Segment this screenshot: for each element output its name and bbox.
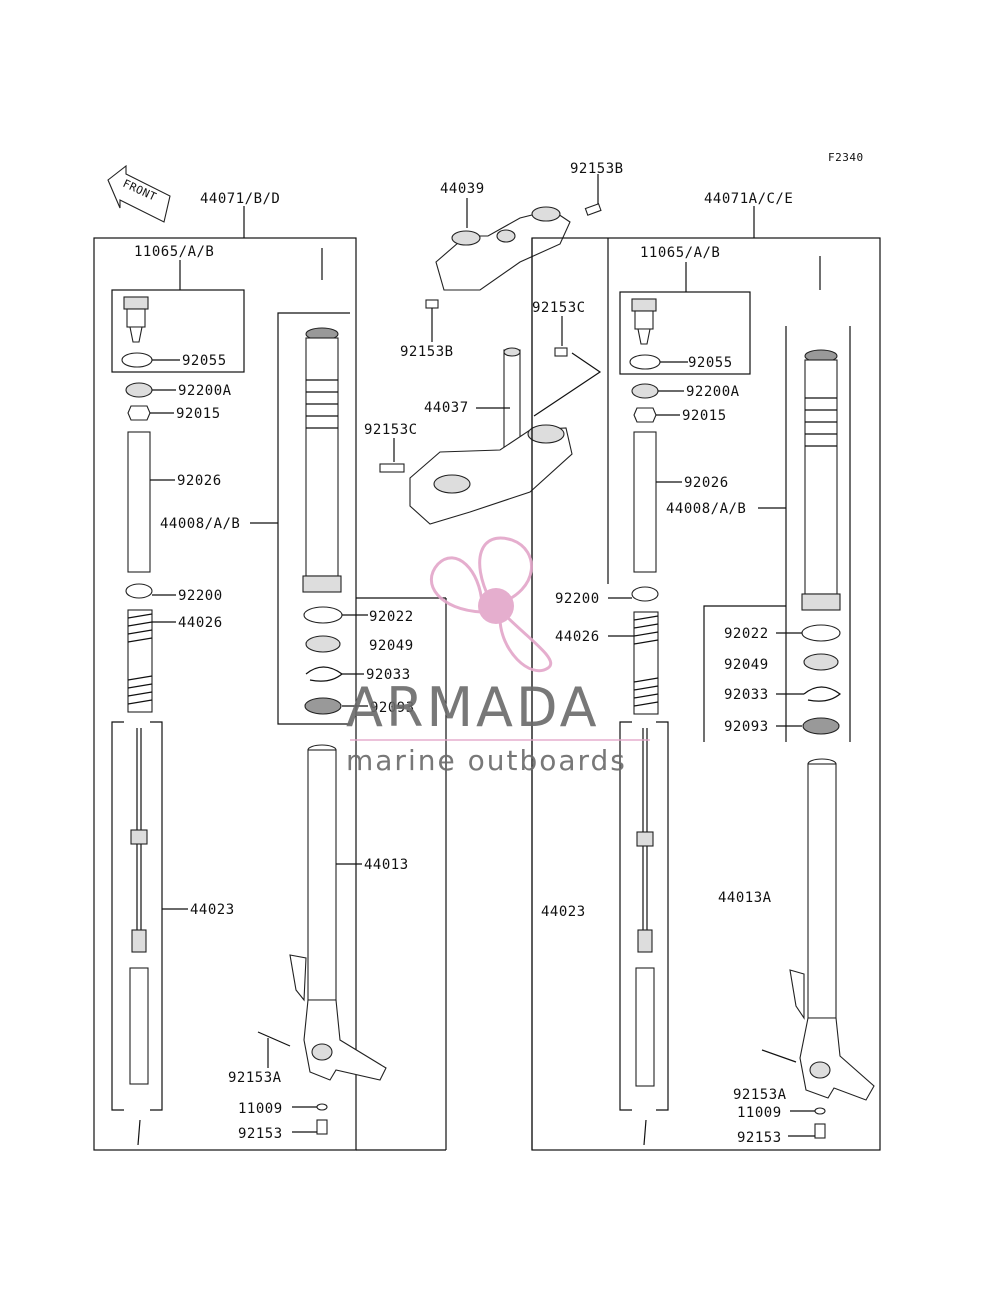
part-label: 92015 (176, 406, 221, 422)
part-label: 44013 (364, 857, 409, 873)
part-label: 92153 (238, 1126, 283, 1142)
part-label: 92153C (532, 300, 586, 316)
part-label: 92022 (724, 626, 769, 642)
right-assembly-labels: 44071A/C/E 11065/A/B 92055 92200A 92015 … (541, 191, 793, 1146)
part-label: 92200 (178, 588, 223, 604)
part-label: 44008/A/B (160, 516, 240, 532)
part-label: 92033 (724, 687, 769, 703)
part-label: 92153B (570, 161, 624, 177)
part-label: 44071/B/D (200, 191, 280, 207)
propeller-icon (429, 536, 553, 672)
part-label: 44026 (178, 615, 223, 631)
part-label: 92153A (733, 1087, 787, 1103)
part-label: 92153C (364, 422, 418, 438)
part-label: 11009 (238, 1101, 283, 1117)
part-label: 92093 (370, 700, 415, 716)
watermark-tagline: marine outboards (346, 744, 627, 777)
part-label: 44023 (190, 902, 235, 918)
part-label: 44008/A/B (666, 501, 746, 517)
part-label: 92093 (724, 719, 769, 735)
part-label: 92049 (369, 638, 414, 654)
upper-triple-clamp (425, 174, 602, 342)
figure-code: F2340 (828, 151, 864, 164)
part-label: 44071A/C/E (704, 191, 793, 207)
part-label: 44039 (440, 181, 485, 197)
part-label: 92055 (182, 353, 227, 369)
part-label: 92200 (555, 591, 600, 607)
part-label: 92055 (688, 355, 733, 371)
part-label: 92200A (686, 384, 740, 400)
left-assembly-labels: 44071/B/D 11065/A/B 92055 92200A 92015 9… (134, 191, 415, 1142)
armada-logo-watermark: ARMADA marine outboards (346, 536, 650, 777)
left-fork-assembly (93, 206, 447, 1151)
part-label: 92200A (178, 383, 232, 399)
part-label: 92153B (400, 344, 454, 360)
right-fork-assembly (531, 206, 881, 1151)
part-label: 92026 (177, 473, 222, 489)
front-arrow-icon: FRONT (107, 164, 171, 223)
part-label: 92033 (366, 667, 411, 683)
top-center-labels: 44039 92153B 92153B 92153C 44037 92153C (364, 161, 624, 438)
part-label: 92153A (228, 1070, 282, 1086)
part-label: 11065/A/B (640, 245, 720, 261)
lower-triple-clamp (379, 316, 602, 525)
part-label: 11065/A/B (134, 244, 214, 260)
part-label: 44026 (555, 629, 600, 645)
watermark-brand: ARMADA (346, 676, 600, 739)
part-label: 92015 (682, 408, 727, 424)
part-label: 92022 (369, 609, 414, 625)
part-label: 11009 (737, 1105, 782, 1121)
part-label: 44023 (541, 904, 586, 920)
part-label: 92026 (684, 475, 729, 491)
part-label: 92153 (737, 1130, 782, 1146)
part-label: 44037 (424, 400, 469, 416)
part-label: 44013A (718, 890, 772, 906)
part-label: 92049 (724, 657, 769, 673)
